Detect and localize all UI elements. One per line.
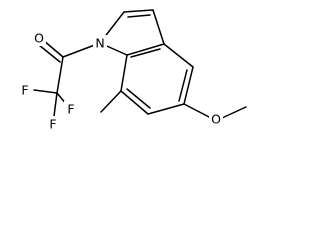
bond-c3a-c4 [163,43,194,68]
bond-carbonyl-c-o-double [38,44,61,63]
bond-c2-c3 [123,9,154,13]
atom-label-f1: F [21,83,28,98]
bond-c3a-c7a-double [130,48,161,58]
atom-f2: F [64,101,78,117]
atom-f1: F [18,82,32,98]
chemical-structure-diagram: N O O F F F [18,9,247,132]
bond-c4-c5-double [178,69,188,102]
bond-c7-c7a [120,54,128,92]
bond-c6-c7 [120,90,149,115]
atom-labels: N O O F F F [18,30,223,132]
bond-c5-o [183,103,212,119]
atom-label-f3: F [49,117,56,132]
atom-n1: N [93,35,107,51]
atom-label-f2: F [67,102,74,117]
bond-c3a-c7a [126,43,165,56]
bond-carbonyl-c-o [42,39,64,58]
atom-o-methoxy: O [209,111,223,127]
bond-c5-c6 [147,103,185,115]
atom-f3: F [46,116,60,132]
bond-cf3-f1 [33,89,58,94]
atom-o-carbonyl: O [32,30,46,46]
bond-c3-c3a [152,9,165,45]
bond-c7-methyl [100,90,122,113]
atom-label-o-methoxy: O [211,112,221,127]
bond-c4-c5 [183,66,194,105]
bond-o-ch3 [221,106,247,119]
bond-carbonyl-c-cf3 [56,56,64,94]
bond-c2-c3-double [127,14,151,18]
atom-label-n: N [95,36,104,51]
atom-label-o-carbonyl: O [34,31,44,46]
bond-cf3-f3 [53,92,58,117]
bond-c6-c7-double [126,88,151,109]
